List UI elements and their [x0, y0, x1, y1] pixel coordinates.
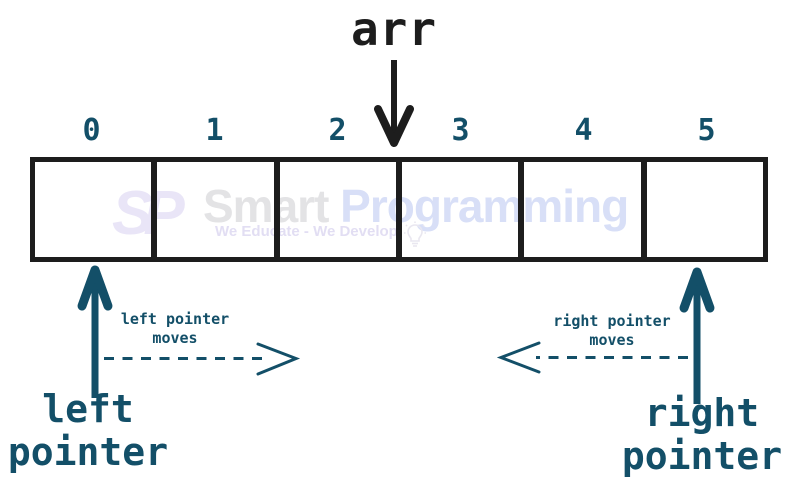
array-name-label: arr [350, 2, 438, 56]
watermark-brand: Smart Programming [203, 179, 629, 233]
array-cell [157, 162, 280, 257]
right-pointer-label: right pointer [613, 392, 791, 478]
right-pointer-label-line2: pointer [621, 434, 783, 478]
left-moves-caption-line1: left pointer [120, 310, 230, 328]
index-row: 0 1 2 3 4 5 [30, 113, 768, 149]
index-label: 3 [451, 113, 470, 148]
right-moves-caption-line1: right pointer [553, 312, 671, 330]
right-pointer-label-line1: right [644, 391, 760, 435]
watermark-brand-first: Smart [203, 180, 329, 232]
index-label: 2 [328, 113, 347, 148]
left-moves-arrow-icon [104, 342, 301, 376]
array-cell [647, 162, 763, 257]
array-cell [35, 162, 158, 257]
left-moves-caption: left pointer moves [95, 310, 255, 348]
index-label: 5 [697, 113, 716, 148]
array-cell [280, 162, 402, 257]
lightbulb-icon [404, 221, 426, 247]
watermark-tagline: We Educate - We Develop [215, 223, 398, 240]
watermark-logo: SP [112, 179, 185, 248]
array [30, 157, 768, 262]
array-cell [524, 162, 647, 257]
left-pointer-label-line2: pointer [7, 430, 169, 474]
left-pointer-label: left pointer [0, 388, 177, 474]
left-moves-caption-line2: moves [152, 329, 198, 347]
right-moves-caption-line2: moves [589, 331, 635, 349]
index-label: 4 [574, 113, 593, 148]
watermark-brand-second: Programming [328, 180, 629, 232]
right-moves-caption: right pointer moves [532, 312, 692, 350]
index-label: 1 [205, 113, 224, 148]
array-cell [402, 162, 525, 257]
left-pointer-label-line1: left [42, 387, 134, 431]
index-label: 0 [82, 113, 101, 148]
